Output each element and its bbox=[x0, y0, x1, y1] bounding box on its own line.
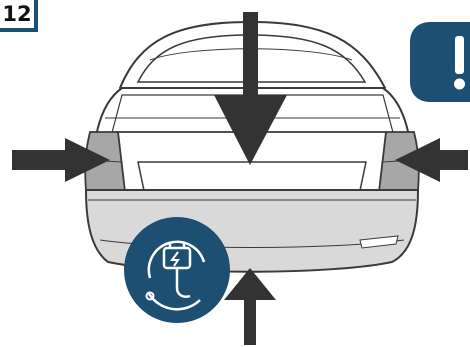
charging-plug-icon bbox=[124, 217, 230, 323]
arrow-up-bottom bbox=[224, 268, 276, 345]
figure-number-box: 12 bbox=[0, 0, 38, 32]
reflector-right bbox=[359, 235, 399, 249]
warning-badge bbox=[410, 22, 470, 102]
arrow-down-center bbox=[214, 12, 287, 165]
arrow-right-left-side bbox=[12, 138, 110, 182]
figure-number: 12 bbox=[2, 2, 32, 26]
arrow-left-right-side bbox=[395, 138, 468, 182]
